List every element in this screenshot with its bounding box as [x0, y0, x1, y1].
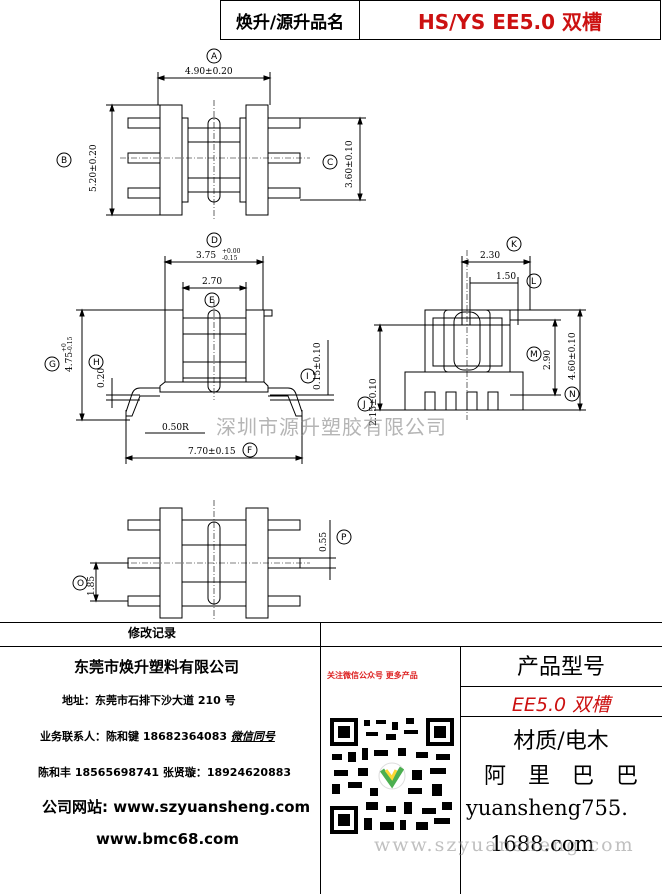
callout-n: N — [569, 390, 576, 400]
contact-2: 陈和丰 18565698741 张贤璇：18924620883 — [38, 766, 292, 779]
callout-j: J — [362, 400, 366, 410]
callout-l: L — [531, 277, 536, 287]
revision-label: 修改记录 — [128, 626, 177, 640]
callout-m: M — [530, 350, 538, 360]
watermark-company: 深圳市源升塑胶有限公司 — [216, 415, 447, 439]
bottom-view — [90, 500, 336, 620]
divider-h4 — [460, 716, 662, 717]
dim-b: 5.20±0.20 — [89, 144, 99, 192]
callout-k: K — [511, 240, 518, 250]
shop-url-2: 1688.com — [490, 832, 595, 856]
dim-f: 7.70±0.15 — [188, 447, 236, 457]
dim-i: 0.15±0.10 — [313, 342, 323, 390]
product-type-value: EE5.0 双槽 — [511, 694, 611, 716]
dim-g-lower: -0.15 — [67, 336, 74, 352]
callout-f: F — [247, 446, 252, 456]
watermark-website: www.szyuansheng.com — [374, 834, 635, 856]
divider-2 — [0, 646, 662, 647]
callout-i: I — [306, 372, 309, 382]
callout-a: A — [211, 52, 218, 62]
callout-e: E — [209, 296, 215, 306]
dim-n: 4.60±0.10 — [568, 332, 578, 380]
divider-h3 — [460, 686, 662, 687]
dim-l: 1.50 — [496, 272, 516, 282]
contact-1-text: 业务联系人：陈和键 18682364083 — [40, 730, 231, 743]
dim-g: 4.75 — [65, 352, 75, 372]
product-type-label: 产品型号 — [516, 655, 605, 680]
dim-m: 2.90 — [543, 350, 553, 370]
shop-url-1: yuansheng755. — [466, 796, 628, 820]
dim-g-upper: +0 — [61, 343, 68, 352]
dim-o: 1.85 — [87, 576, 97, 596]
side-view — [374, 250, 586, 420]
dim-e: 2.70 — [202, 277, 222, 287]
divider-rev — [320, 622, 321, 647]
callout-p: P — [341, 533, 347, 543]
material-label: 材质/电木 — [513, 729, 609, 754]
callout-g: G — [49, 360, 56, 370]
dim-d: 3.75 — [196, 251, 216, 261]
header-product: HS/YS EE5.0 双槽 — [417, 9, 602, 34]
dim-d-lower: -0.15 — [222, 255, 238, 262]
dim-r: 0.50R — [162, 423, 189, 433]
company-website: 公司网站: www.szyuansheng.com — [42, 798, 311, 816]
dim-c: 3.60±0.10 — [345, 140, 355, 188]
wechat-note: 关注微信公众号 更多产品 — [327, 671, 418, 680]
callout-c: C — [327, 158, 333, 168]
company-website-2: www.bmc68.com — [96, 830, 239, 848]
divider-v1 — [320, 646, 321, 894]
divider-v2 — [460, 646, 461, 894]
divider-top — [0, 622, 662, 623]
dim-k: 2.30 — [480, 251, 500, 261]
alibaba-label: 阿 里 巴 巴 — [483, 764, 638, 789]
technical-drawing: 4.90±0.20 5.20±0.20 3.60±0.10 3.75 +0.00… — [44, 48, 586, 620]
dim-a: 4.90±0.20 — [185, 67, 233, 77]
front-view — [76, 256, 334, 464]
dim-j: 2.15±0.10 — [369, 378, 379, 426]
header-label: 焕升/源升品名 — [235, 12, 345, 33]
callout-d: D — [211, 236, 218, 246]
company-name: 东莞市焕升塑料有限公司 — [74, 658, 240, 676]
company-address: 地址：东莞市石排下沙大道 210 号 — [62, 694, 236, 707]
dim-h: 0.20 — [97, 368, 107, 388]
callout-h: H — [93, 358, 100, 368]
dim-d-upper: +0.00 — [222, 248, 241, 255]
qr-code-icon — [330, 718, 454, 834]
dim-p: 0.55 — [319, 532, 329, 552]
callout-b: B — [61, 156, 67, 166]
callout-o: O — [77, 579, 84, 589]
contact-1: 业务联系人：陈和键 18682364083 微信同号 — [40, 728, 275, 744]
contact-1-wechat: 微信同号 — [230, 730, 275, 743]
top-view — [106, 72, 366, 220]
header-product-cell: HS/YS EE5.0 双槽 — [359, 0, 661, 40]
